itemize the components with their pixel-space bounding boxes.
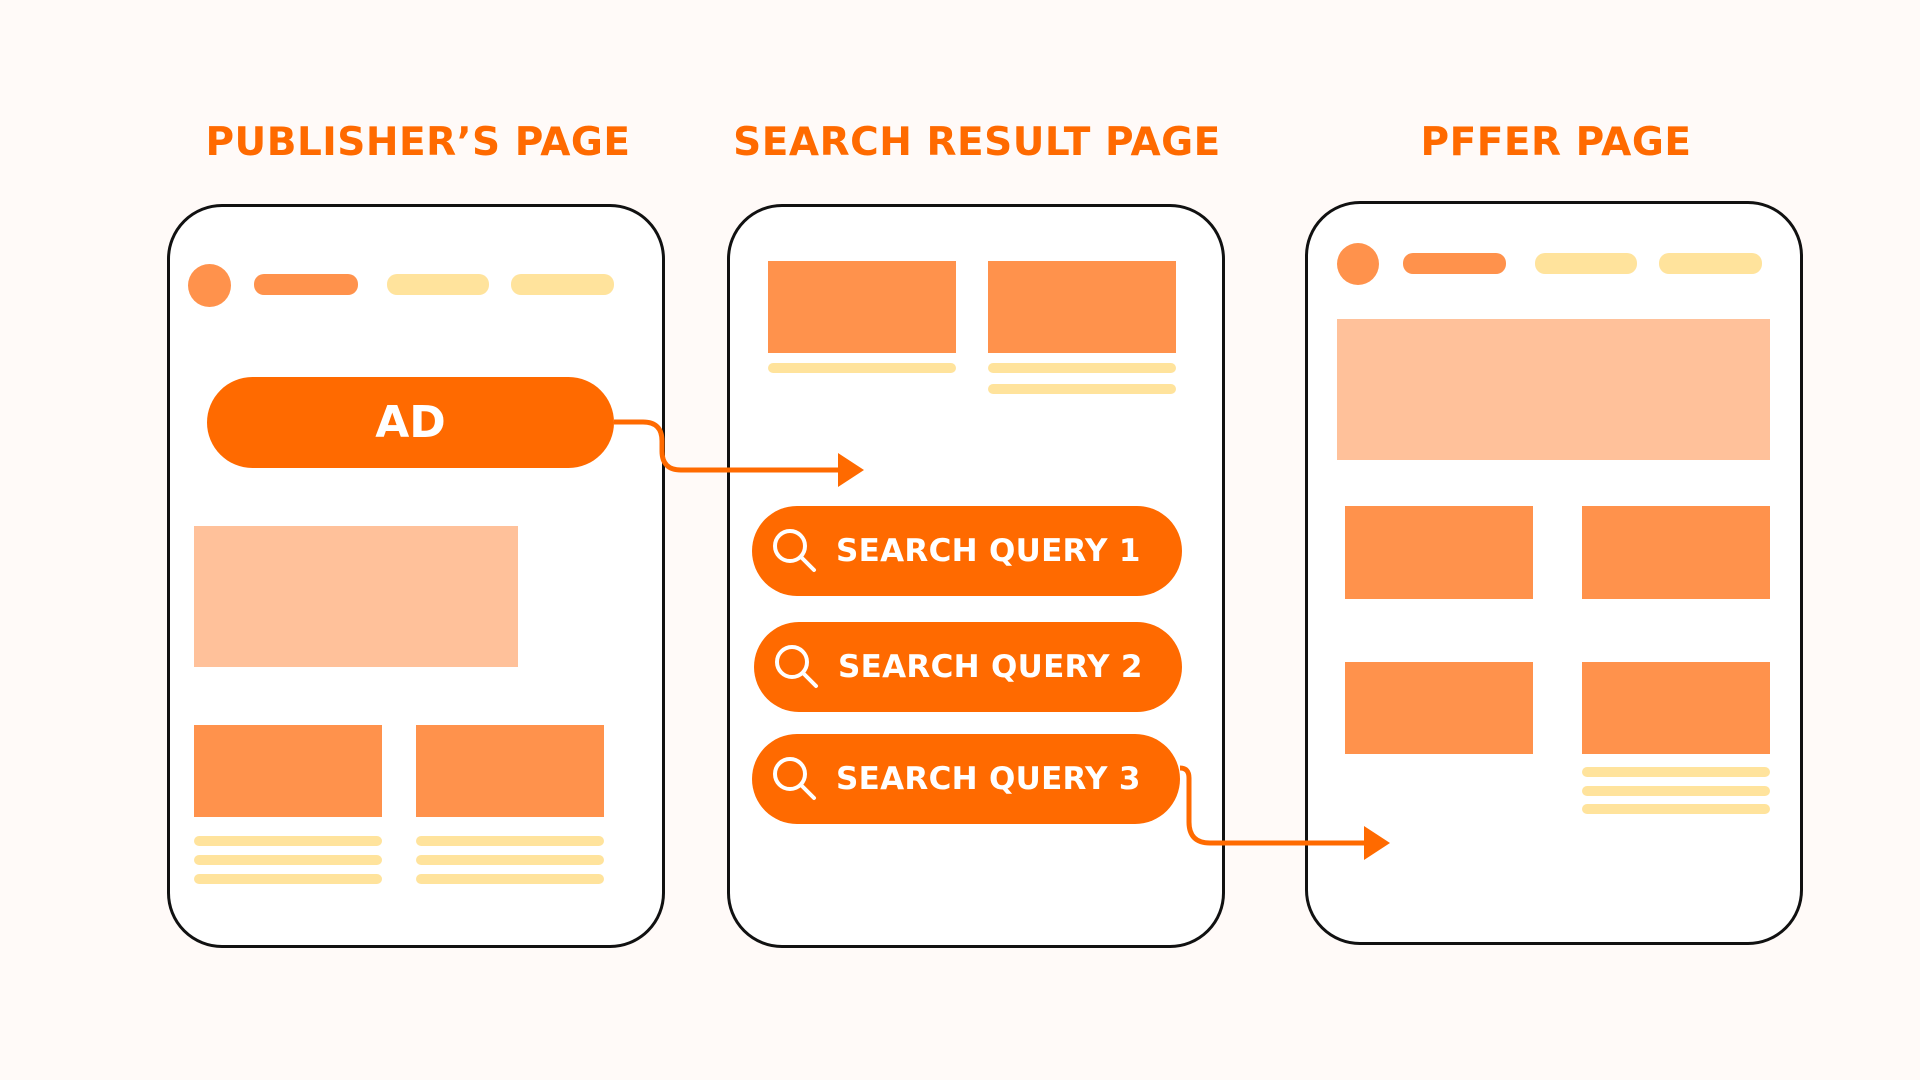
ad-label: AD <box>375 397 446 448</box>
offer-card-image-1 <box>1345 506 1533 599</box>
publisher-nav-item-1[interactable] <box>254 274 358 295</box>
query-to-offer-arrow <box>1179 765 1370 846</box>
query-to-offer-arrowhead <box>1364 826 1390 860</box>
search-result-page-title: SEARCH RESULT PAGE <box>733 120 1221 165</box>
publisher-nav-item-3[interactable] <box>511 274 614 295</box>
offer-nav-item-1[interactable] <box>1403 253 1506 274</box>
offer-nav-item-2[interactable] <box>1535 253 1637 274</box>
ad-to-search-arrow <box>614 419 845 473</box>
publisher-card-image-1 <box>194 725 382 817</box>
search-result-image-1 <box>768 261 956 353</box>
ad-button[interactable]: AD <box>207 377 614 468</box>
publisher-card-2-text-line <box>416 836 604 846</box>
offer-card-4-text-line <box>1582 767 1770 777</box>
search-result-1-text-line <box>768 363 956 373</box>
offer-logo-dot <box>1337 243 1379 285</box>
offer-page-title: PFFER PAGE <box>1420 120 1692 165</box>
search-icon <box>766 522 824 580</box>
search-result-2-text-line <box>988 363 1176 373</box>
publisher-card-2-text-line <box>416 874 604 884</box>
search-query-label: SEARCH QUERY 1 <box>836 533 1141 569</box>
offer-hero-image <box>1337 319 1770 460</box>
search-query-3-button[interactable]: SEARCH QUERY 3 <box>752 734 1180 824</box>
publisher-card-1-text-line <box>194 836 382 846</box>
search-result-2-text-line <box>988 384 1176 394</box>
publisher-hero-image <box>194 526 518 667</box>
offer-card-image-4 <box>1582 662 1770 754</box>
search-icon <box>768 638 826 696</box>
offer-card-image-3 <box>1345 662 1533 754</box>
offer-card-4-text-line <box>1582 804 1770 814</box>
publisher-logo-dot <box>188 264 231 307</box>
search-query-label: SEARCH QUERY 3 <box>836 761 1141 797</box>
publisher-nav-item-2[interactable] <box>387 274 489 295</box>
publisher-card-2-text-line <box>416 855 604 865</box>
search-query-1-button[interactable]: SEARCH QUERY 1 <box>752 506 1182 596</box>
publisher-card-image-2 <box>416 725 604 817</box>
search-icon <box>766 750 824 808</box>
offer-card-image-2 <box>1582 506 1770 599</box>
publisher-card-1-text-line <box>194 855 382 865</box>
publisher-card-1-text-line <box>194 874 382 884</box>
search-query-2-button[interactable]: SEARCH QUERY 2 <box>754 622 1182 712</box>
offer-card-4-text-line <box>1582 786 1770 796</box>
ad-to-search-arrowhead <box>838 453 864 487</box>
search-result-image-2 <box>988 261 1176 353</box>
offer-nav-item-3[interactable] <box>1659 253 1762 274</box>
search-query-label: SEARCH QUERY 2 <box>838 649 1143 685</box>
publisher-page-title: PUBLISHER’S PAGE <box>205 120 631 165</box>
